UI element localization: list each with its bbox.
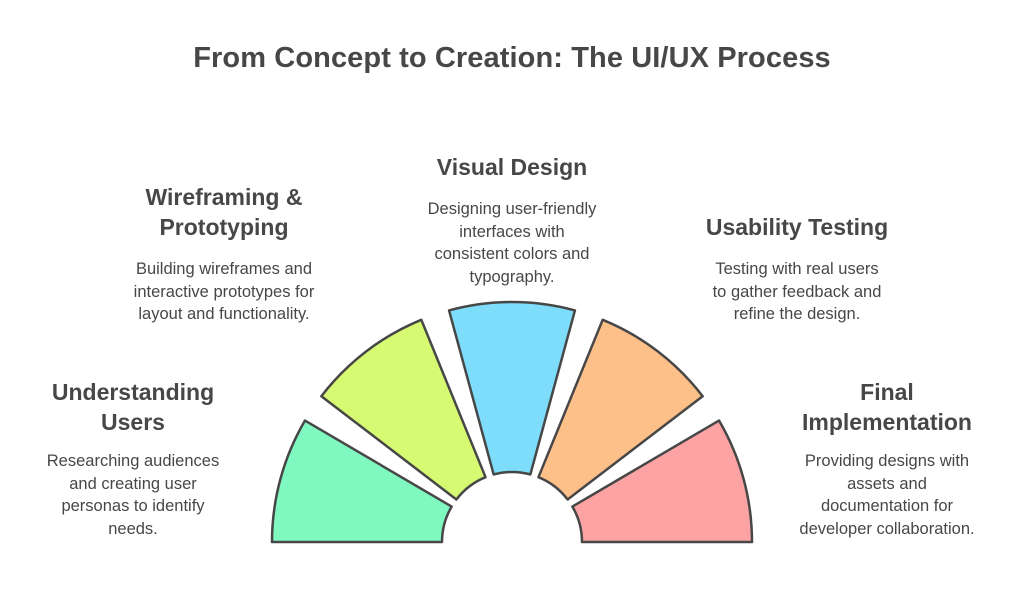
step-desc-line: interfaces with [459,222,565,241]
step-title-line: Visual Design [436,154,588,180]
step-understanding-users: Understanding Users Researching audience… [18,377,248,540]
step-final-implementation: Final Implementation Providing designs w… [767,377,1007,540]
step-title: Usability Testing [672,212,922,242]
arc-segment-understanding-users [270,419,453,544]
step-title-line: Final [860,379,914,405]
step-desc-line: and creating user [69,474,197,493]
step-description: Designing user-friendly interfaces with … [387,198,637,288]
step-desc-line: assets and [847,474,927,493]
step-title-line: Prototyping [159,214,289,240]
step-desc-line: typography. [469,267,555,286]
step-visual-design: Visual Design Designing user-friendly in… [387,152,637,288]
step-title-line: Usability Testing [705,214,889,240]
step-description: Researching audiences and creating user … [18,450,248,540]
step-title: Final Implementation [767,377,1007,437]
step-desc-line: Providing designs with [804,452,970,470]
step-title: Understanding Users [18,377,248,437]
step-desc-line: Testing with real users [715,260,879,278]
arc-segment-final-implementation [571,419,754,544]
arc-segment-wireframing-prototyping [320,318,487,501]
step-title-line: Understanding [51,379,215,405]
step-desc-line: consistent colors and [434,245,590,263]
step-desc-line: needs. [108,519,158,538]
step-desc-line: layout and functionality. [138,305,310,323]
step-title-line: Users [101,409,165,435]
step-title: Visual Design [387,152,637,182]
step-desc-line: Building wireframes and [135,260,313,278]
step-description: Testing with real users to gather feedba… [672,258,922,326]
arc-segment-visual-design [447,300,577,476]
step-desc-line: personas to identify [61,497,205,515]
step-desc-line: refine the design. [733,305,861,323]
step-desc-line: documentation for [820,497,954,515]
step-desc-line: to gather feedback and [712,282,882,301]
step-title-line: Wireframing & [145,184,303,210]
step-desc-line: interactive prototypes for [133,282,315,301]
arc-segment-usability-testing [537,318,704,501]
step-title-line: Implementation [802,409,972,435]
step-usability-testing: Usability Testing Testing with real user… [672,212,922,326]
step-title: Wireframing & Prototyping [99,182,349,242]
step-desc-line: Researching audiences [46,452,220,470]
step-desc-line: Designing user-friendly [427,200,597,218]
step-description: Providing designs with assets and docume… [767,450,1007,540]
step-description: Building wireframes and interactive prot… [99,258,349,326]
step-desc-line: developer collaboration. [799,519,975,538]
step-wireframing-prototyping: Wireframing & Prototyping Building wiref… [99,182,349,326]
page-title: From Concept to Creation: The UI/UX Proc… [193,42,831,74]
